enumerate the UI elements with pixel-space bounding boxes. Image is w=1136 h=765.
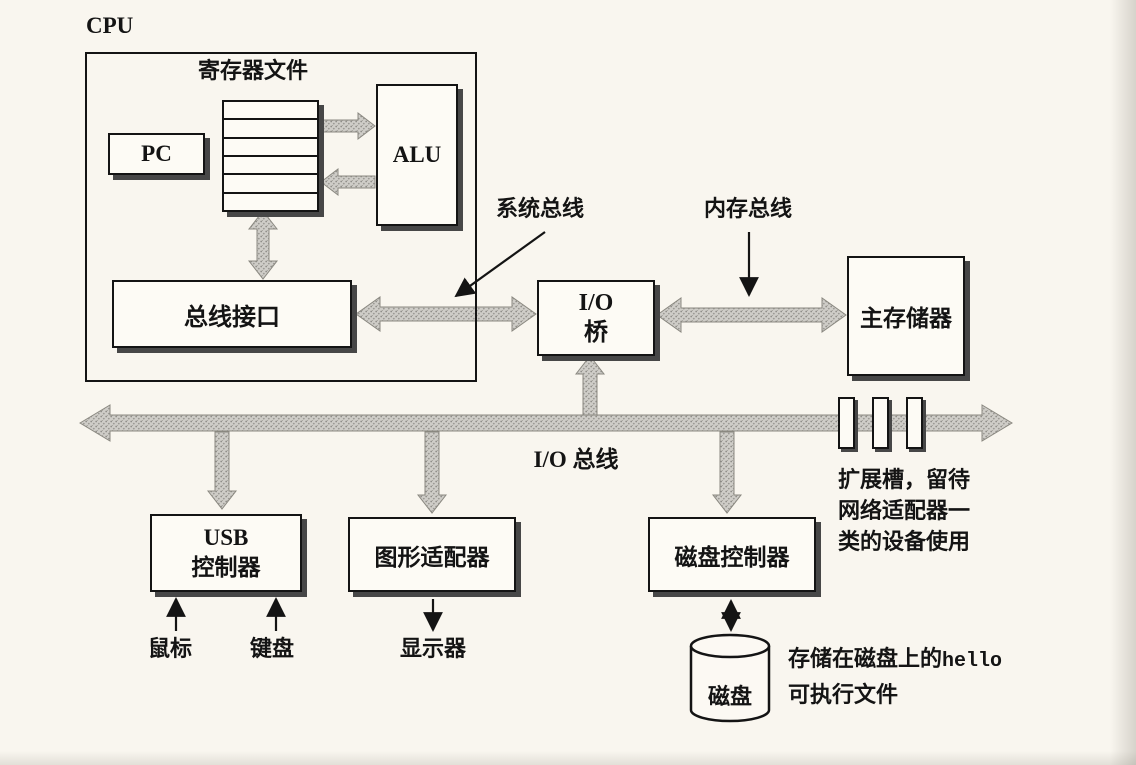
iobridge-iobus-arrow (574, 355, 606, 416)
main-memory-box: 主存储器 (847, 256, 965, 376)
expansion-note-line2: 网络适配器一 (838, 498, 971, 523)
expansion-slot (906, 397, 923, 449)
disk-note-line1: 存储在磁盘上的hello (788, 642, 1002, 678)
disk-note-line2: 可执行文件 (788, 682, 899, 707)
disk-controller-label: 磁盘控制器 (674, 544, 790, 570)
memory-bus-label: 内存总线 (703, 196, 793, 221)
alu-label: ALU (392, 142, 442, 167)
iobus-usb-arrow (206, 431, 238, 510)
register-row (224, 193, 317, 210)
pc-box: PC (108, 133, 205, 175)
register-row (224, 175, 317, 194)
keyboard-label: 键盘 (249, 636, 295, 661)
register-file-label: 寄存器文件 (197, 58, 309, 83)
pc-label: PC (141, 141, 172, 166)
disk-cylinder-top (689, 633, 771, 659)
register-row (224, 120, 317, 139)
disk-executable-note: 存储在磁盘上的hello 可执行文件 (788, 642, 1002, 711)
io-bridge-label-line1: I/O (578, 290, 614, 316)
expansion-slot (872, 397, 889, 449)
system-bus-arrow (355, 296, 537, 332)
system-bus-pointer-arrow (454, 231, 546, 298)
regfile-to-alu-arrow (320, 111, 376, 141)
alu-to-regfile-arrow (320, 167, 376, 197)
expansion-note-line1: 扩展槽，留待 (838, 467, 971, 492)
register-file-box (222, 100, 319, 212)
usb-controller-label-line1: USB (203, 525, 249, 551)
bus-interface-label: 总线接口 (184, 304, 280, 331)
graphics-adapter-label: 图形适配器 (374, 544, 490, 570)
mouse-label: 鼠标 (147, 636, 193, 661)
expansion-slot (838, 397, 855, 449)
memory-bus-arrow (656, 297, 847, 333)
display-label: 显示器 (399, 636, 467, 661)
iobus-diskctrl-arrow (711, 431, 743, 514)
expansion-note-line3: 类的设备使用 (838, 529, 971, 554)
register-row (224, 138, 317, 157)
disk-cylinder (689, 646, 771, 723)
iobus-graphics-arrow (416, 431, 448, 514)
bus-interface-box: 总线接口 (112, 280, 352, 348)
graphics-adapter-box: 图形适配器 (348, 517, 516, 592)
regfile-businterface-arrow (247, 210, 279, 280)
cpu-label: CPU (86, 13, 134, 38)
io-bus-arrow (79, 404, 1013, 442)
io-bridge-label-line2: 桥 (584, 320, 608, 346)
main-memory-label: 主存储器 (860, 306, 952, 331)
expansion-slot-note: 扩展槽，留待 网络适配器一 类的设备使用 (838, 464, 970, 557)
io-bus-label: I/O 总线 (533, 447, 619, 472)
register-row (224, 102, 317, 121)
system-bus-label: 系统总线 (495, 196, 585, 221)
disk-label: 磁盘 (707, 684, 753, 709)
usb-controller-label-line2: 控制器 (191, 555, 261, 580)
disk-note-prefix: 存储在磁盘上的 (788, 646, 943, 671)
alu-box: ALU (376, 84, 458, 226)
disk-note-code: hello (942, 650, 1003, 673)
io-bridge-box: I/O 桥 (537, 280, 655, 356)
register-row (224, 156, 317, 176)
cpu-boundary-box (85, 52, 477, 382)
usb-controller-box: USB 控制器 (150, 514, 302, 592)
disk-controller-box: 磁盘控制器 (648, 517, 816, 592)
